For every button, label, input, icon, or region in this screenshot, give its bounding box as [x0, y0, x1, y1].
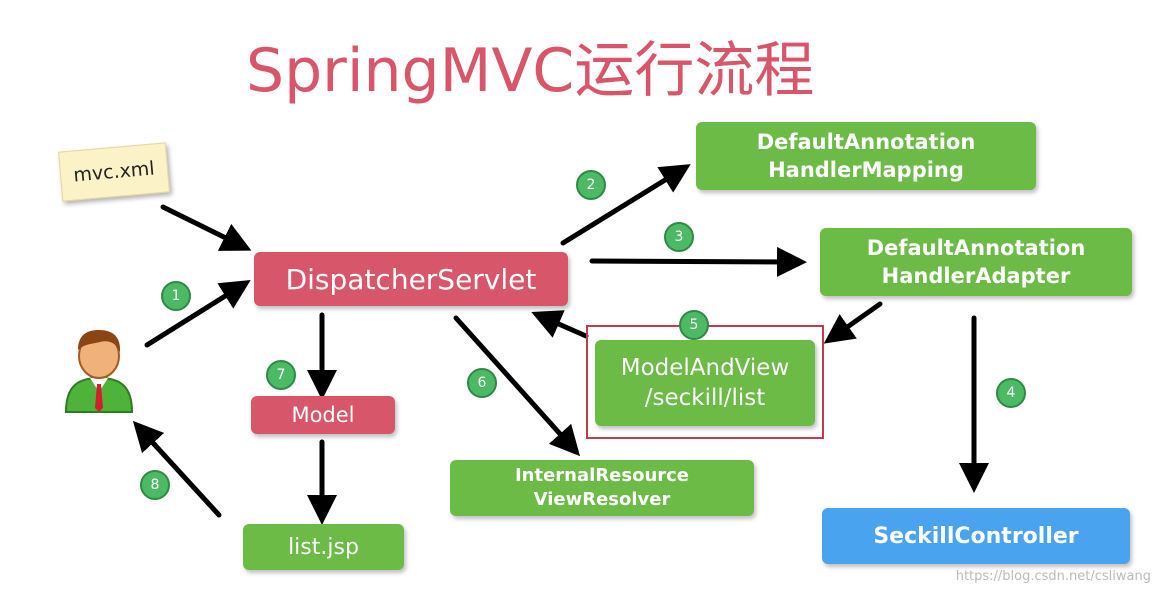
step-badge-3: 3	[664, 222, 694, 252]
step-badge-4: 4	[996, 378, 1026, 408]
model-node: Model	[251, 396, 395, 434]
list-jsp-node: list.jsp	[243, 524, 404, 570]
model-and-view-node: ModelAndView /seckill/list	[595, 340, 815, 426]
view-resolver-node: InternalResource ViewResolver	[450, 460, 754, 516]
dispatcher-servlet-label: DispatcherServlet	[285, 262, 537, 296]
model-label: Model	[291, 403, 355, 427]
seckill-controller-node: SeckillController	[822, 508, 1130, 564]
step-badge-5: 5	[679, 310, 709, 340]
model-and-view-line1: ModelAndView	[620, 355, 790, 381]
view-resolver-line2: ViewResolver	[533, 489, 671, 510]
mvc-xml-note: mvc.xml	[58, 142, 170, 202]
arrow-dispatcher-adapter	[589, 246, 807, 277]
handler-mapping-line2: HandlerMapping	[768, 158, 964, 182]
step-badge-1: 1	[161, 281, 191, 311]
seckill-controller-label: SeckillController	[873, 523, 1079, 549]
arrow-dispatcher-mapping	[560, 164, 691, 246]
model-and-view-line2: /seckill/list	[644, 385, 766, 411]
handler-adapter-node: DefaultAnnotation HandlerAdapter	[820, 228, 1132, 296]
arrow-mav-dispatcher	[531, 310, 589, 339]
handler-mapping-node: DefaultAnnotation HandlerMapping	[696, 122, 1036, 190]
step-badge-2: 2	[576, 170, 606, 200]
arrow-dispatcher-resolver	[453, 315, 581, 457]
page-title: SpringMVC运行流程	[246, 36, 815, 106]
list-jsp-label: list.jsp	[288, 534, 359, 560]
step-badge-8: 8	[140, 470, 170, 500]
user-icon	[60, 326, 138, 414]
handler-adapter-line2: HandlerAdapter	[881, 264, 1071, 288]
arrow-user-dispatcher	[144, 280, 251, 348]
view-resolver-line1: InternalResource	[514, 465, 690, 486]
step-badge-7: 7	[266, 360, 296, 390]
arrow-listjsp-user	[132, 420, 222, 518]
watermark: https://blog.csdn.net/csliwang	[955, 569, 1151, 584]
dispatcher-servlet-node: DispatcherServlet	[254, 252, 568, 306]
handler-adapter-line1: DefaultAnnotation	[866, 236, 1086, 260]
arrow-mvcxml-dispatcher	[160, 204, 252, 251]
arrow-adapter-mav	[823, 301, 883, 344]
handler-mapping-line1: DefaultAnnotation	[756, 130, 976, 154]
step-badge-6: 6	[467, 368, 497, 398]
